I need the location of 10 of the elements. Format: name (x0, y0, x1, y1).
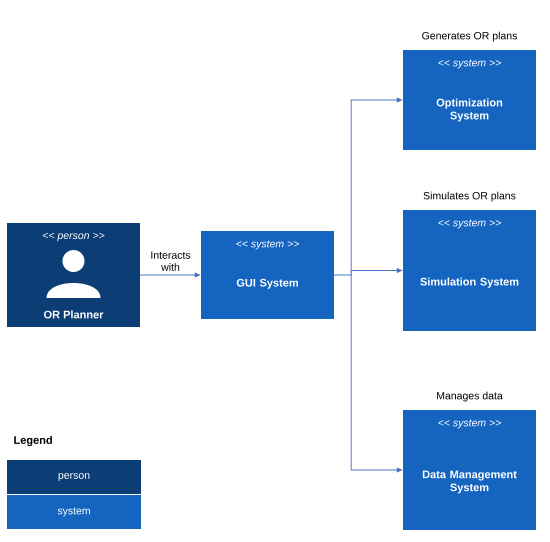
person-box: << person >> OR Planner (7, 223, 140, 327)
system-box: << system >> Simulation System (403, 210, 536, 331)
edge-label: Interacts with (151, 252, 190, 271)
system-box: << system >> Optimization System (403, 50, 536, 150)
caption-text: Generates OR plans (422, 32, 517, 42)
caption-text: Manages data (437, 392, 503, 402)
caption-text: Simulates OR plans (424, 192, 516, 202)
system-box: << system >> GUI System (201, 231, 334, 319)
system-box: << system >> Data Management System (403, 410, 536, 530)
legend-title: Legend (14, 436, 52, 446)
